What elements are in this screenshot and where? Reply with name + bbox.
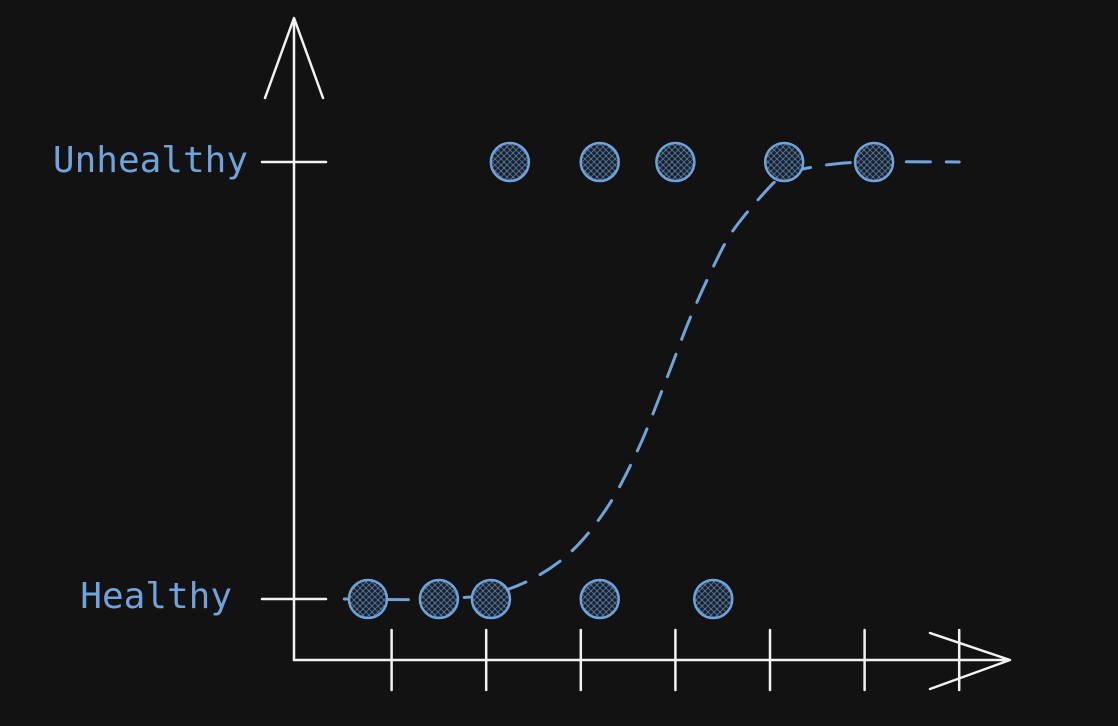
x-ticks bbox=[390, 628, 961, 692]
x-axis-arrowhead bbox=[928, 631, 1012, 691]
data-point-unhealthy-6 bbox=[489, 141, 531, 183]
y-label-healthy: Healthy bbox=[80, 576, 232, 617]
y-axis-arrowhead bbox=[263, 16, 325, 100]
data-point-unhealthy-10 bbox=[853, 141, 895, 183]
data-point-healthy-3 bbox=[470, 578, 512, 620]
data-point-unhealthy-8 bbox=[655, 141, 696, 183]
data-point-unhealthy-9 bbox=[763, 141, 805, 183]
data-point-healthy-5 bbox=[692, 578, 734, 620]
data-point-healthy-2 bbox=[418, 578, 460, 620]
y-label-unhealthy: Unhealthy bbox=[53, 140, 248, 181]
data-point-unhealthy-7 bbox=[579, 141, 620, 183]
data-point-healthy-4 bbox=[579, 578, 620, 620]
data-points bbox=[347, 141, 895, 620]
data-point-healthy-1 bbox=[347, 578, 389, 620]
sigmoid-curve-path bbox=[342, 160, 961, 602]
dashed-sigmoid-curve bbox=[342, 160, 961, 602]
axes: Unhealthy Healthy bbox=[53, 16, 1012, 691]
